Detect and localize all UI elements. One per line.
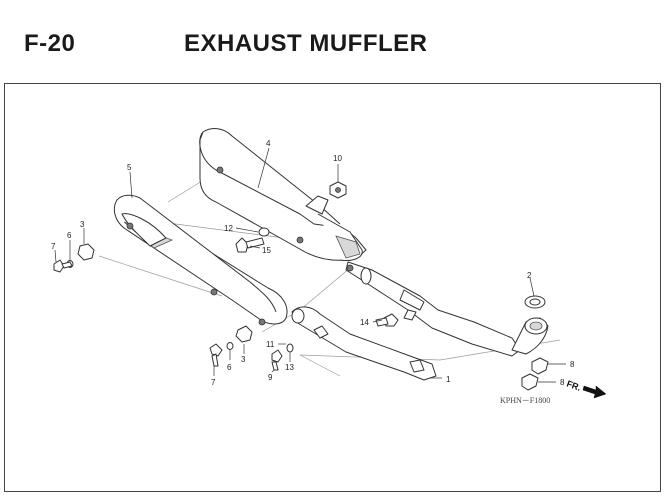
callout-numbers: 1 2 3 3 4 5 6 6 7 7 8 8 9 10 11 12 13 14… — [51, 139, 575, 387]
callout-8-lower: 8 — [560, 378, 565, 387]
callout-4: 4 — [266, 139, 271, 148]
callout-11: 11 — [266, 340, 275, 349]
callout-7-left: 7 — [51, 242, 56, 251]
callout-2: 2 — [527, 271, 532, 280]
callout-6-bottom: 6 — [227, 363, 232, 372]
callout-5: 5 — [127, 163, 132, 172]
diagram-frame — [4, 83, 661, 492]
callout-15: 15 — [262, 246, 271, 255]
callout-1: 1 — [446, 375, 451, 384]
callout-10: 10 — [333, 154, 342, 163]
callout-3-bottom: 3 — [241, 355, 246, 364]
callout-6-left: 6 — [67, 231, 72, 240]
drawing-code: KPHN－F1800 — [500, 396, 550, 405]
fasteners — [53, 181, 549, 391]
leader-lines — [54, 147, 566, 383]
callout-14: 14 — [360, 318, 369, 327]
section-code: F-20 — [24, 30, 76, 57]
callout-12: 12 — [224, 224, 233, 233]
front-arrow-icon — [582, 385, 607, 399]
muffler-body — [199, 128, 521, 357]
callout-3-left: 3 — [80, 220, 85, 229]
front-direction-marker: FR. — [565, 378, 607, 399]
gasket — [524, 295, 548, 335]
callout-7-bottom: 7 — [211, 378, 216, 387]
front-label: FR. — [565, 378, 582, 392]
callout-13: 13 — [285, 363, 294, 372]
callout-9: 9 — [268, 373, 273, 382]
muffler-protector — [113, 194, 288, 326]
section-title: EXHAUST MUFFLER — [184, 30, 428, 57]
callout-8-upper: 8 — [570, 360, 575, 369]
